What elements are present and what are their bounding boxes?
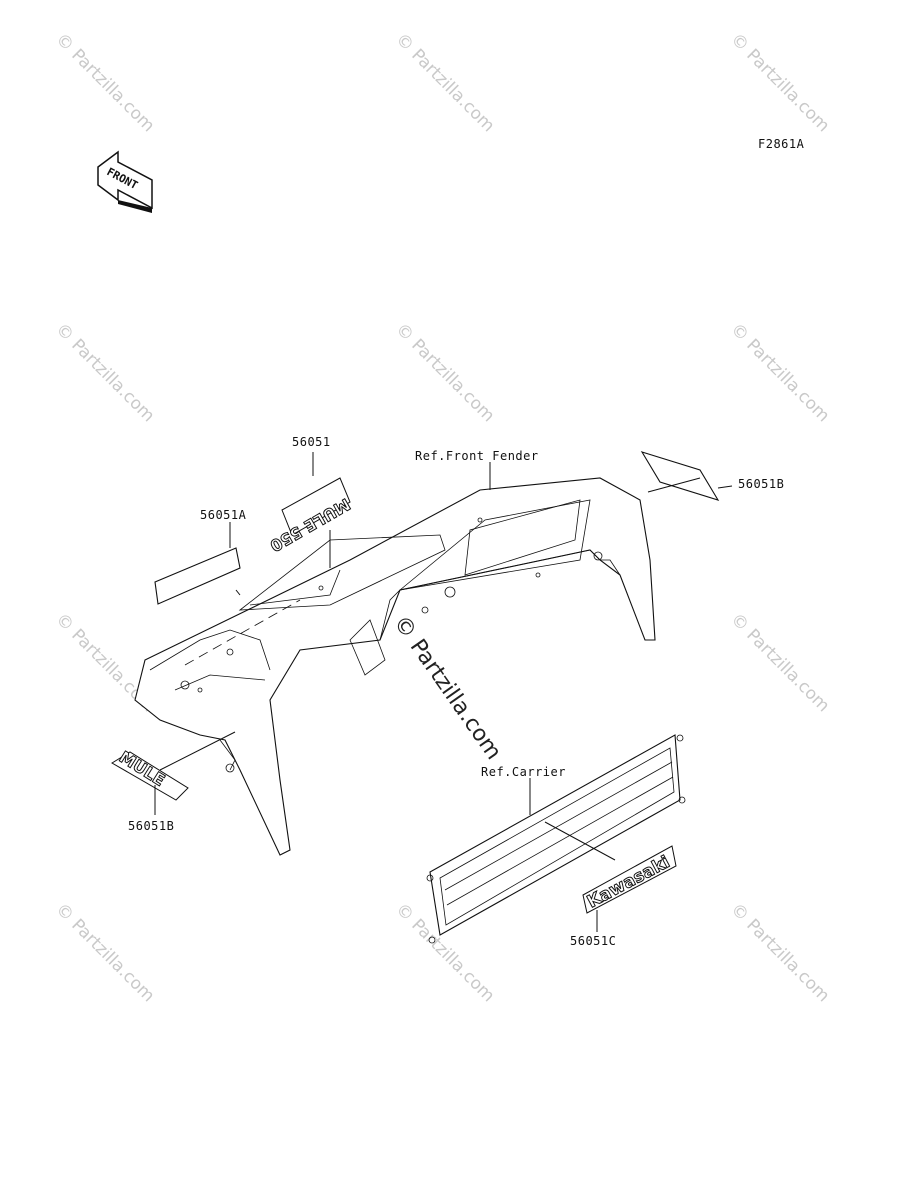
callout-56051b-left: 56051B — [128, 819, 174, 833]
front-fender-outline — [134, 477, 656, 856]
watermark: © Partzilla.com — [726, 609, 833, 716]
decal-56051b-right — [640, 451, 720, 501]
watermark: © Partzilla.com — [51, 899, 158, 1006]
callout-56051a: 56051A — [200, 508, 247, 522]
decal-kawasaki-text: Kawasaki — [584, 852, 673, 912]
callout-56051c: 56051C — [570, 934, 616, 948]
watermark: © Partzilla.com — [391, 319, 498, 426]
callout-56051b-right: 56051B — [738, 477, 784, 491]
decal-kawasaki: Kawasaki — [582, 845, 677, 914]
decal-mule-550: MULE 550 — [266, 477, 354, 556]
watermark: © Partzilla.com — [391, 29, 498, 136]
watermark: © Partzilla.com — [726, 899, 833, 1006]
watermark: © Partzilla.com — [51, 319, 158, 426]
carrier-outline — [426, 734, 686, 944]
center-watermark: © Partzilla.com — [388, 611, 506, 764]
front-arrow-icon: FRONT — [97, 150, 153, 213]
figure-code: F2861A — [758, 137, 805, 151]
callout-56051: 56051 — [292, 435, 331, 449]
leader-lines — [154, 452, 733, 932]
watermark: © Partzilla.com — [726, 319, 833, 426]
callout-ref-carrier: Ref.Carrier — [481, 765, 566, 779]
callout-ref-front-fender: Ref.Front Fender — [415, 449, 539, 463]
watermark: © Partzilla.com — [51, 29, 158, 136]
decal-mule: MULE — [111, 747, 189, 801]
decal-56051a — [154, 547, 241, 605]
watermark: © Partzilla.com — [726, 29, 833, 136]
